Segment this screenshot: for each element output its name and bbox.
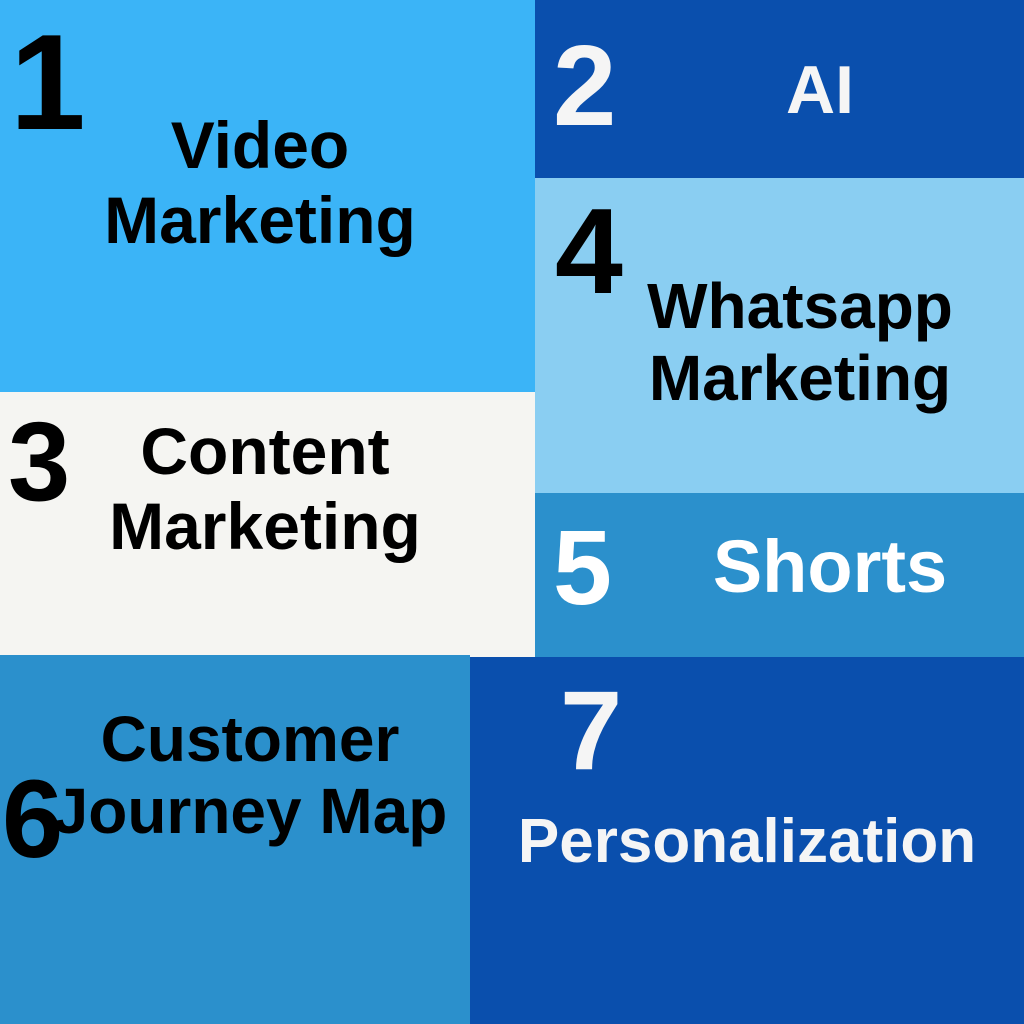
tile-label-content-marketing: Content Marketing — [109, 414, 421, 563]
tile-number-4: 4 — [555, 183, 623, 319]
tile-label-whatsapp-marketing: Whatsapp Marketing — [647, 270, 953, 415]
tile-number-7: 7 — [560, 668, 622, 793]
tile-number-3: 3 — [8, 399, 70, 524]
tile-video-marketing[interactable]: 1 Video Marketing — [0, 0, 535, 392]
tile-shorts[interactable]: 5 Shorts — [535, 493, 1024, 657]
tile-label-ai: AI — [786, 52, 854, 128]
tile-number-1: 1 — [10, 6, 86, 158]
tile-label-personalization: Personalization — [517, 807, 977, 876]
tile-whatsapp-marketing[interactable]: 4 Whatsapp Marketing — [535, 178, 1024, 493]
tile-number-2: 2 — [553, 23, 616, 150]
tile-number-5: 5 — [553, 509, 612, 627]
tile-number-6: 6 — [2, 758, 63, 881]
tile-ai[interactable]: 2 AI — [535, 0, 1024, 178]
tile-label-shorts: Shorts — [712, 525, 948, 608]
tile-content-marketing[interactable]: 3 Content Marketing — [0, 392, 535, 655]
tile-label-video-marketing: Video Marketing — [104, 108, 416, 257]
tile-customer-journey-map[interactable]: 6 Customer Journey Map — [0, 655, 470, 1024]
tile-label-customer-journey-map: Customer Journey Map — [52, 703, 448, 848]
tile-personalization[interactable]: 7 Personalization — [470, 657, 1024, 1024]
